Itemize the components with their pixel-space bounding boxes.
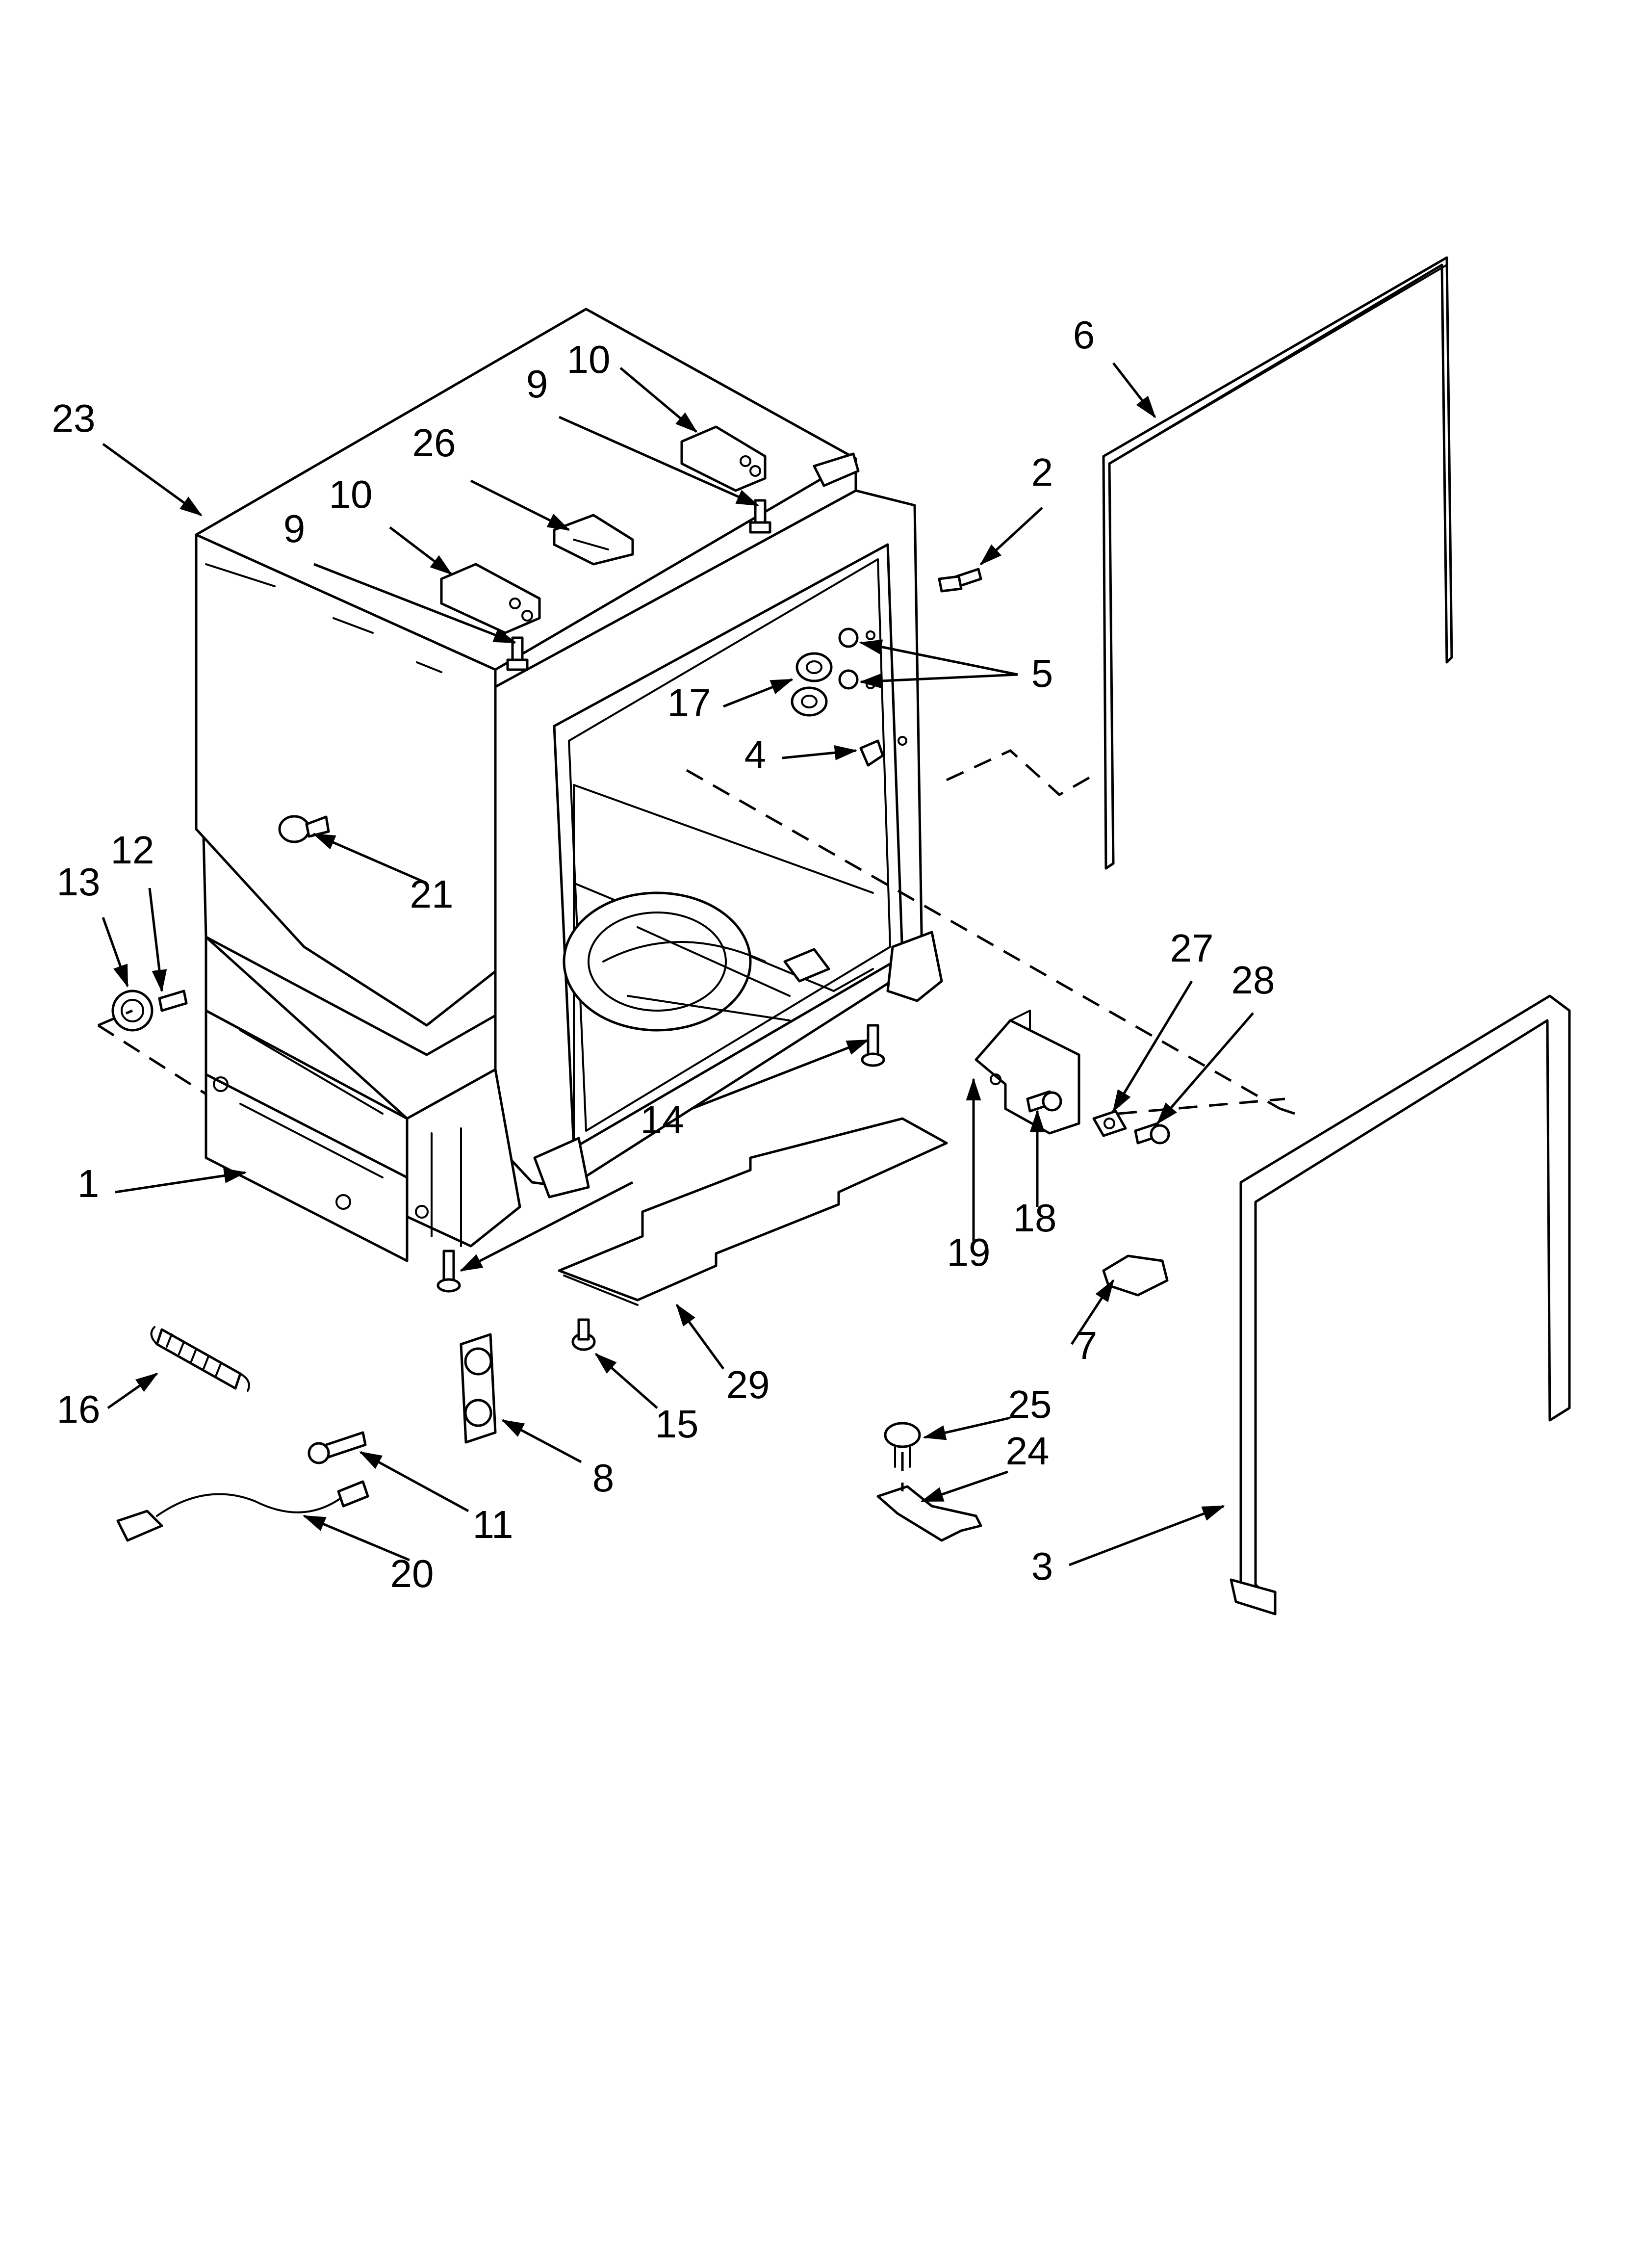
arrowhead [492, 628, 516, 644]
callout-1: 1 [77, 1162, 100, 1205]
leader-line [558, 416, 759, 507]
alignment-lines [97, 749, 1295, 1491]
arrowhead [312, 833, 336, 850]
arrowhead [1112, 1089, 1131, 1113]
tub-assembly [195, 308, 943, 1262]
arrowhead [859, 639, 883, 654]
arrowhead [770, 678, 794, 695]
leader-line [860, 673, 1018, 683]
arrowhead [113, 964, 128, 988]
callout-19: 19 [947, 1230, 991, 1274]
callout-2: 2 [1031, 450, 1053, 494]
arrowhead [594, 1353, 617, 1374]
arrowhead [1156, 1102, 1177, 1125]
leader-arrows [102, 362, 1254, 1566]
callout-labels: 2310926109625174211312272814119182915716… [52, 313, 1275, 1595]
door-gasket-top [1102, 256, 1453, 870]
callout-3: 3 [1031, 1544, 1053, 1588]
arrowhead [1201, 1505, 1225, 1521]
callout-18: 18 [1013, 1196, 1057, 1240]
callout-7: 7 [1076, 1324, 1098, 1367]
callout-21: 21 [410, 872, 454, 916]
callout-9: 9 [526, 362, 548, 406]
callout-28: 28 [1232, 958, 1275, 1002]
arrowhead [846, 1039, 870, 1055]
callout-17: 17 [667, 681, 711, 725]
leader-line [860, 641, 1018, 676]
arrowhead [979, 544, 1002, 566]
callout-10: 10 [329, 472, 373, 516]
arrowhead [1029, 1109, 1045, 1132]
callout-14: 14 [641, 1098, 684, 1142]
arrowhead [1136, 395, 1156, 418]
arrowhead [501, 1419, 525, 1437]
callout-5: 5 [1031, 652, 1053, 695]
leader-line [1112, 980, 1193, 1112]
arrowhead [135, 1373, 158, 1392]
callout-11: 11 [472, 1503, 513, 1546]
arrowhead [223, 1168, 247, 1183]
arrowhead [303, 1515, 327, 1531]
callout-12: 12 [111, 828, 154, 872]
callout-13: 13 [57, 860, 101, 904]
leader-line [1069, 1505, 1224, 1566]
hardware-parts [111, 425, 1170, 1542]
arrowhead [735, 490, 759, 506]
spray-shield [558, 1117, 948, 1306]
callout-10: 10 [567, 338, 611, 381]
callout-25: 25 [1008, 1382, 1052, 1426]
callout-6: 6 [1073, 313, 1095, 357]
leader-line [1156, 1012, 1254, 1124]
leader-line [313, 563, 515, 644]
arrowhead [675, 412, 698, 433]
callout-9: 9 [283, 507, 306, 550]
callout-20: 20 [390, 1552, 434, 1595]
leader-line [460, 1181, 634, 1272]
callout-24: 24 [1006, 1429, 1050, 1473]
callout-23: 23 [52, 396, 96, 440]
callout-16: 16 [57, 1387, 101, 1431]
arrowhead [359, 1451, 383, 1469]
leader-line [691, 1039, 869, 1110]
arrowhead [546, 514, 570, 531]
callout-26: 26 [412, 421, 456, 465]
arrowhead [966, 1077, 981, 1100]
leader-line [115, 1171, 246, 1194]
callout-15: 15 [655, 1402, 699, 1446]
arrowhead [1095, 1279, 1114, 1303]
arrowhead [859, 673, 882, 689]
arrowhead [180, 496, 203, 516]
callout-4: 4 [744, 732, 767, 776]
arrowhead [676, 1303, 695, 1327]
arrowhead [834, 745, 858, 760]
arrowhead [152, 969, 167, 993]
callout-8: 8 [592, 1456, 615, 1500]
arrowhead [921, 1487, 945, 1502]
arrowhead [923, 1425, 947, 1440]
callout-29: 29 [726, 1363, 770, 1407]
tub-gasket-u [1230, 994, 1571, 1616]
callout-27: 27 [1170, 926, 1214, 970]
arrowhead [460, 1254, 484, 1272]
arrowhead [430, 555, 453, 575]
